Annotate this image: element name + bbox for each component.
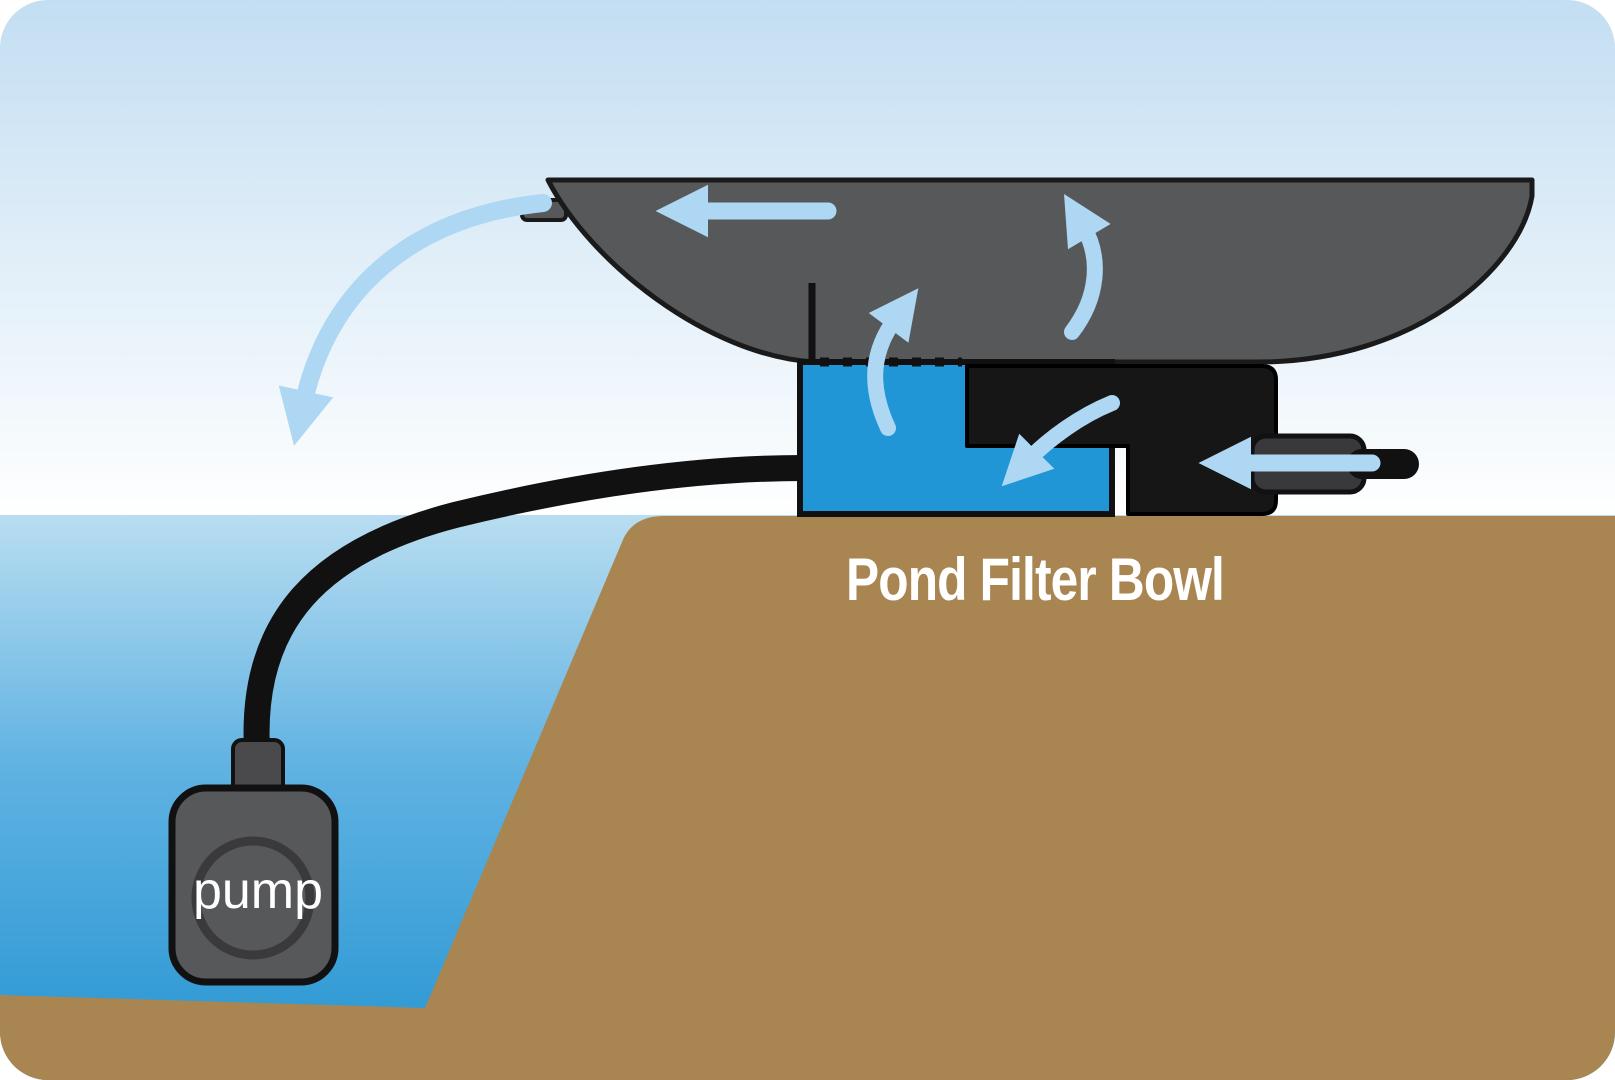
flow-arrow-housing-down bbox=[1001, 395, 1120, 487]
diagram-title: Pond Filter Bowl bbox=[846, 546, 1224, 613]
pump-label: pump bbox=[193, 862, 323, 920]
flow-arrow-riser bbox=[867, 288, 919, 436]
ground-bank bbox=[0, 516, 1615, 1080]
flow-arrow-overflow bbox=[278, 194, 552, 446]
filter-bowl bbox=[545, 177, 1535, 365]
pump-impeller-ring bbox=[191, 836, 315, 960]
pump-hose bbox=[243, 455, 817, 763]
flow-arrow-bowl-upwell bbox=[1064, 194, 1111, 340]
